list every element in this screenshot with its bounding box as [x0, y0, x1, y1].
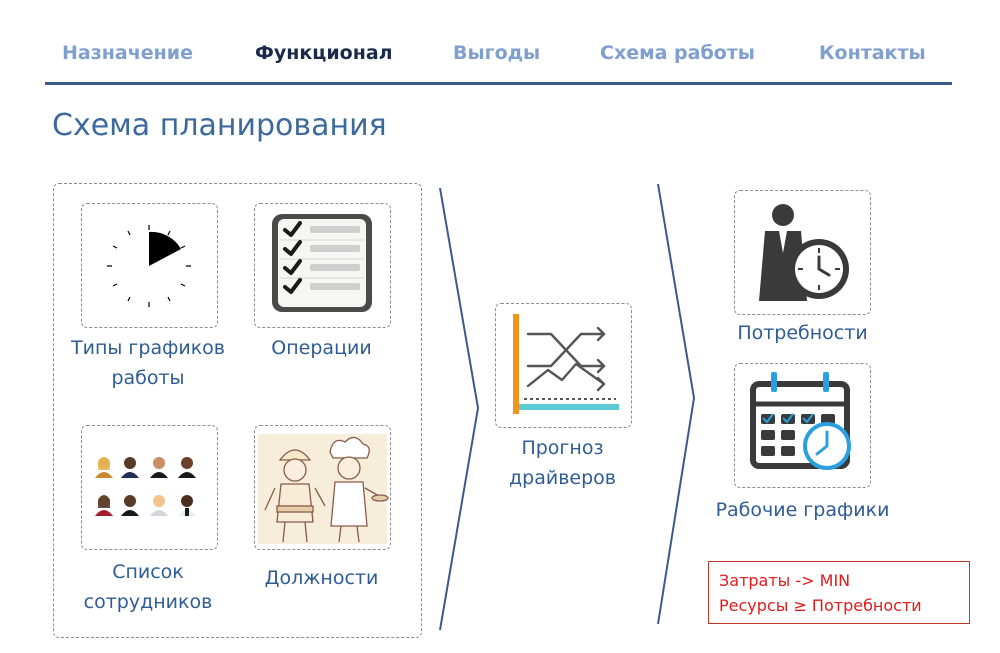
inputs-group: [53, 183, 422, 638]
formula-line-resources: Ресурсы ≥ Потребности: [719, 596, 922, 615]
employee-list-tile[interactable]: [81, 425, 218, 550]
formula-line-cost: Затраты -> MIN: [719, 571, 851, 590]
nav-item-purpose[interactable]: Назначение: [62, 42, 193, 64]
nav-underline: [45, 82, 952, 85]
nav-item-contacts[interactable]: Контакты: [819, 42, 926, 64]
businessman-clock-icon: [759, 204, 849, 301]
positions-tile[interactable]: [254, 425, 391, 550]
chevron-divider-2: [657, 183, 696, 625]
employee-list-caption: Список сотрудников: [83, 561, 213, 613]
nav-item-functional[interactable]: Функционал: [255, 42, 393, 64]
operations-caption: Операции: [271, 337, 372, 359]
forecast-caption: Прогноз драйверов: [509, 437, 616, 489]
schedule-types-tile[interactable]: [81, 203, 218, 328]
people-icon: [95, 457, 196, 516]
forecast-chart-icon: [513, 314, 619, 414]
nav-item-workflow[interactable]: Схема работы: [600, 42, 755, 64]
needs-caption: Потребности: [737, 322, 868, 344]
operations-tile[interactable]: [254, 203, 391, 328]
checklist-icon: [272, 214, 372, 312]
positions-caption: Должности: [264, 567, 379, 589]
top-nav: Назначение Функционал Выгоды Схема работ…: [62, 42, 952, 66]
chevron-divider-1: [439, 187, 480, 631]
page-title: Схема планирования: [52, 108, 387, 143]
workers-icon: [258, 434, 389, 544]
schedule-types-caption: Типы графиков работы: [71, 337, 225, 389]
work-schedules-caption: Рабочие графики: [715, 499, 890, 521]
nav-item-benefits[interactable]: Выгоды: [453, 42, 541, 64]
needs-tile[interactable]: [734, 190, 871, 315]
calendar-clock-icon: [750, 372, 851, 470]
clock-icon: [107, 225, 191, 307]
work-schedules-tile[interactable]: [734, 363, 871, 488]
forecast-tile[interactable]: [495, 303, 632, 428]
optimization-formula: Затраты -> MIN Ресурсы ≥ Потребности: [708, 561, 970, 624]
